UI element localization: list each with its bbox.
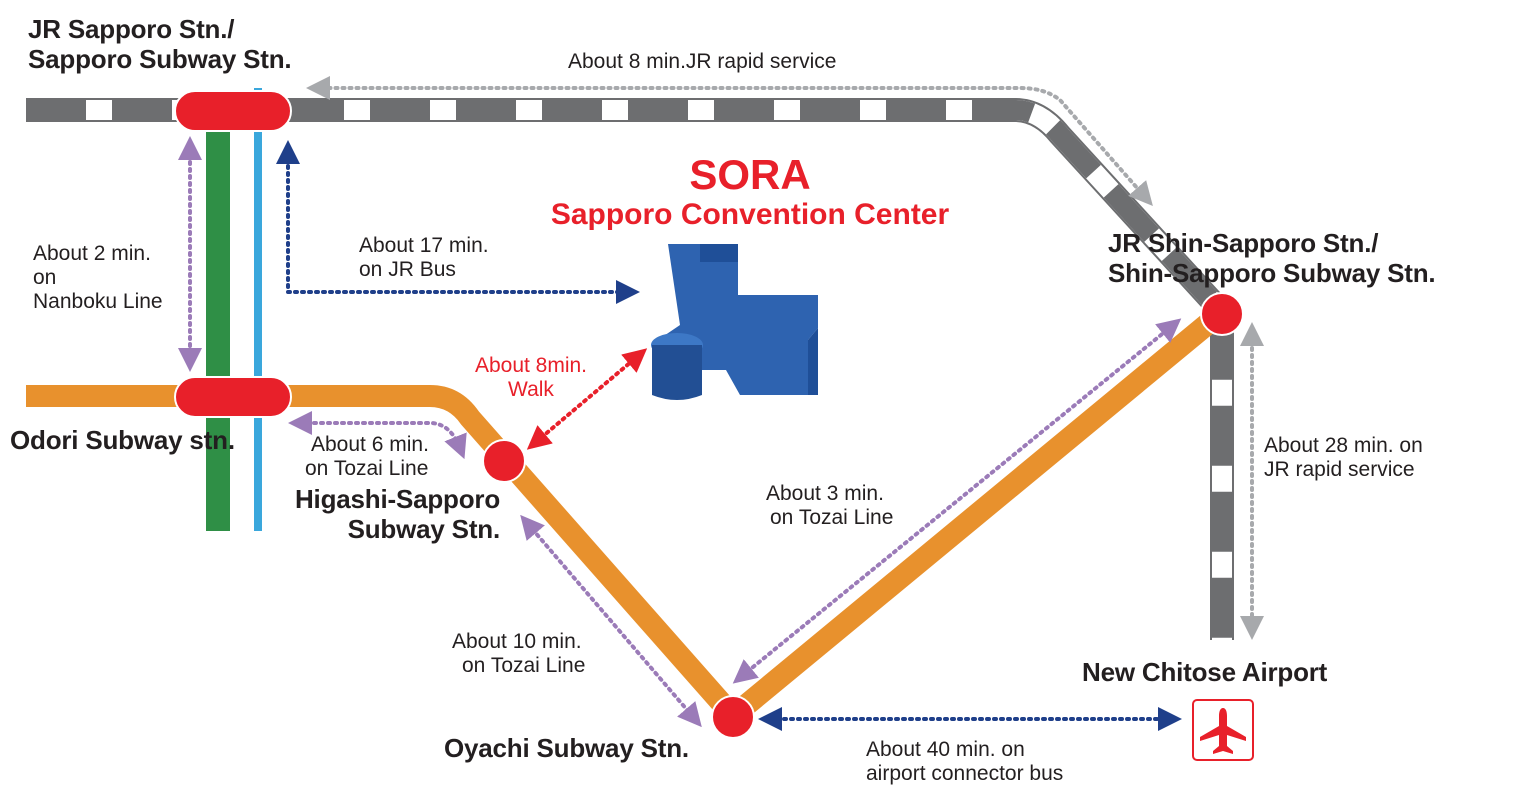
toho-line — [254, 88, 262, 531]
station-marker-odori[interactable] — [174, 376, 292, 418]
station-marker-jr-sapporo[interactable] — [174, 90, 292, 132]
route-label-tozai-3: About 3 min. on Tozai Line — [766, 482, 894, 529]
station-label-higashi-sapporo: Higashi-Sapporo Subway Stn. — [294, 484, 500, 544]
station-label-oyachi: Oyachi Subway Stn. — [444, 733, 689, 763]
route-label-jr-rapid-airport: About 28 min. on JR rapid service — [1264, 434, 1423, 481]
arrow-tozai-6 — [288, 411, 467, 460]
route-label-nanboku: About 2 min. on Nanboku Line — [33, 242, 163, 313]
arrow-walk — [526, 348, 648, 450]
arrow-tozai-3 — [732, 318, 1182, 684]
station-marker-shin-sapporo[interactable] — [1200, 292, 1244, 336]
route-label-jr-rapid-top: About 8 min.JR rapid service — [568, 50, 837, 73]
convention-center-building-icon — [651, 244, 818, 400]
station-label-odori: Odori Subway stn. — [10, 425, 235, 455]
route-label-jr-bus: About 17 min. on JR Bus — [359, 234, 489, 281]
station-marker-higashi-sapporo[interactable] — [482, 439, 526, 483]
station-marker-oyachi[interactable] — [711, 695, 755, 739]
station-label-jr-sapporo: JR Sapporo Stn./ Sapporo Subway Stn. — [28, 14, 292, 74]
nanboku-line — [206, 95, 230, 531]
arrow-jr-bus — [276, 140, 640, 304]
venue-title-sub: Sapporo Convention Center — [550, 198, 950, 231]
venue-title: SORA — [620, 152, 880, 198]
arrow-jr-rapid-top — [306, 76, 1153, 207]
tozai-line — [26, 303, 1230, 727]
venue-title-main: SORA — [689, 151, 811, 198]
route-label-tozai-10: About 10 min. on Tozai Line — [452, 630, 586, 677]
route-label-walk: About 8min. Walk — [474, 354, 588, 401]
airplane-icon[interactable] — [1192, 699, 1254, 761]
station-label-new-chitose: New Chitose Airport — [1082, 657, 1328, 687]
station-label-shin-sapporo: JR Shin-Sapporo Stn./ Shin-Sapporo Subwa… — [1108, 228, 1436, 288]
arrow-tozai-10 — [520, 514, 702, 728]
route-label-airport-bus: About 40 min. on airport connector bus — [866, 738, 1064, 785]
route-label-tozai-6: About 6 min. on Tozai Line — [305, 433, 429, 480]
